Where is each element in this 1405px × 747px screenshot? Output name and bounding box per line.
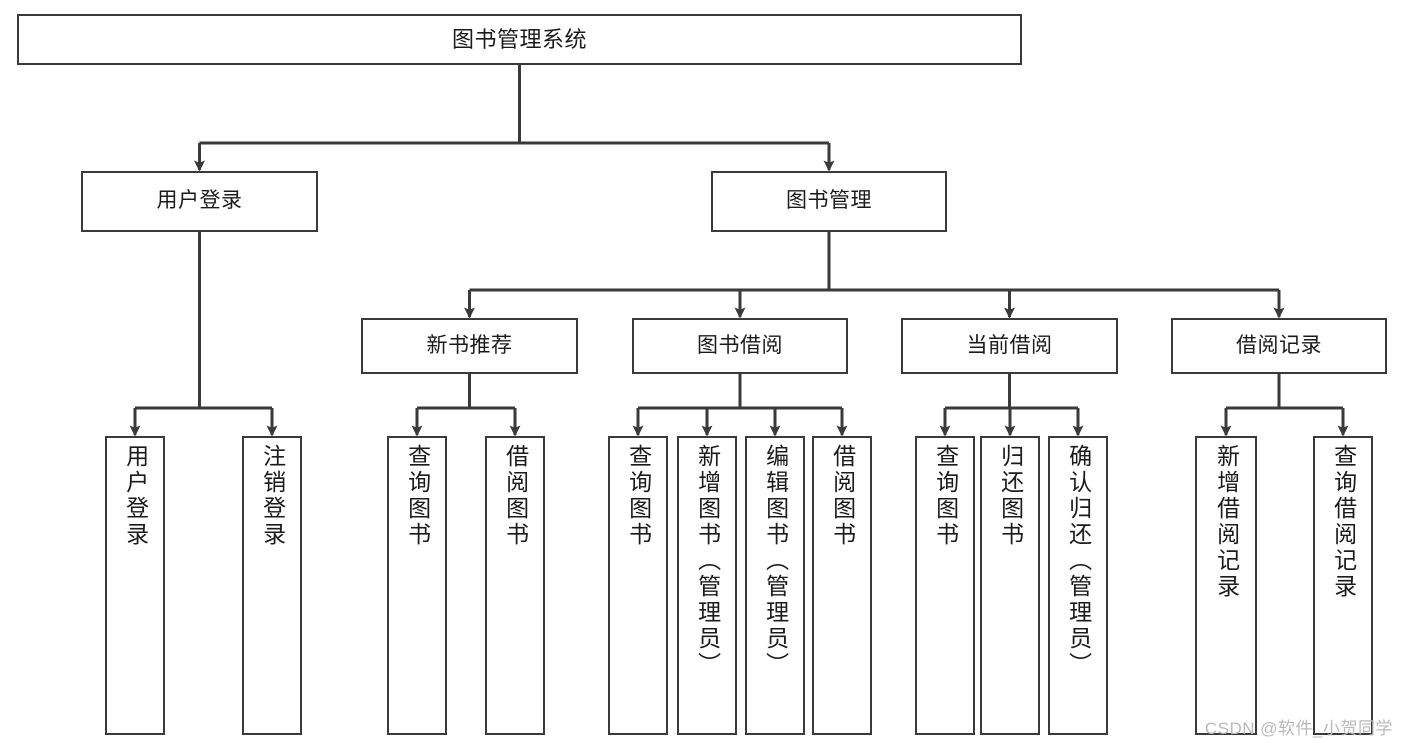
node-user-login[interactable]: 用户登录 — [81, 171, 318, 232]
node-new-book-rec[interactable]: 新书推荐 — [361, 318, 578, 374]
node-leaf-query-book-3[interactable]: 查询图书 — [915, 436, 975, 735]
node-leaf-user-login[interactable]: 用户登录 — [105, 436, 165, 735]
node-label: 借阅图书 — [502, 444, 529, 548]
watermark-text: CSDN @软件_小贺同学 — [1204, 719, 1393, 738]
node-leaf-query-book-1[interactable]: 查询图书 — [387, 436, 447, 735]
node-leaf-user-logout[interactable]: 注销登录 — [242, 436, 302, 735]
node-current-borrow[interactable]: 当前借阅 — [901, 318, 1118, 374]
node-label: 查询图书 — [625, 444, 652, 548]
node-leaf-query-book-2[interactable]: 查询图书 — [608, 436, 668, 735]
node-leaf-add-record[interactable]: 新增借阅记录 — [1195, 436, 1257, 735]
node-label: 图书管理系统 — [451, 26, 587, 52]
node-label: 查询借阅记录 — [1330, 444, 1357, 600]
node-label: 借阅记录 — [1236, 333, 1322, 357]
node-label: 归还图书 — [997, 444, 1024, 548]
node-label: 注销登录 — [259, 444, 286, 548]
node-label: 新增借阅记录 — [1213, 444, 1240, 600]
node-label: 借阅图书 — [829, 444, 856, 548]
node-label: 用户登录 — [156, 189, 243, 213]
node-leaf-edit-book[interactable]: 编辑图书（管理员） — [745, 436, 805, 735]
node-borrow-record[interactable]: 借阅记录 — [1171, 318, 1387, 374]
node-label: 查询图书 — [932, 444, 959, 548]
node-book-manage[interactable]: 图书管理 — [711, 171, 947, 232]
node-book-borrow[interactable]: 图书借阅 — [632, 318, 848, 374]
node-leaf-borrow-book-2[interactable]: 借阅图书 — [812, 436, 872, 735]
node-label: 确认归还（管理员） — [1065, 444, 1092, 678]
node-leaf-borrow-book-1[interactable]: 借阅图书 — [485, 436, 545, 735]
node-label: 新增图书（管理员） — [694, 444, 721, 678]
node-label: 查询图书 — [404, 444, 431, 548]
node-label: 图书借阅 — [697, 333, 783, 357]
node-leaf-query-record[interactable]: 查询借阅记录 — [1313, 436, 1373, 735]
node-leaf-confirm-return[interactable]: 确认归还（管理员） — [1048, 436, 1108, 735]
node-label: 图书管理 — [786, 189, 872, 213]
node-label: 当前借阅 — [966, 333, 1053, 357]
node-label: 用户登录 — [122, 444, 149, 548]
node-root[interactable]: 图书管理系统 — [17, 14, 1022, 65]
node-leaf-add-book[interactable]: 新增图书（管理员） — [677, 436, 737, 735]
node-leaf-return-book[interactable]: 归还图书 — [980, 436, 1040, 735]
node-label: 编辑图书（管理员） — [762, 444, 789, 678]
node-label: 新书推荐 — [426, 333, 513, 357]
